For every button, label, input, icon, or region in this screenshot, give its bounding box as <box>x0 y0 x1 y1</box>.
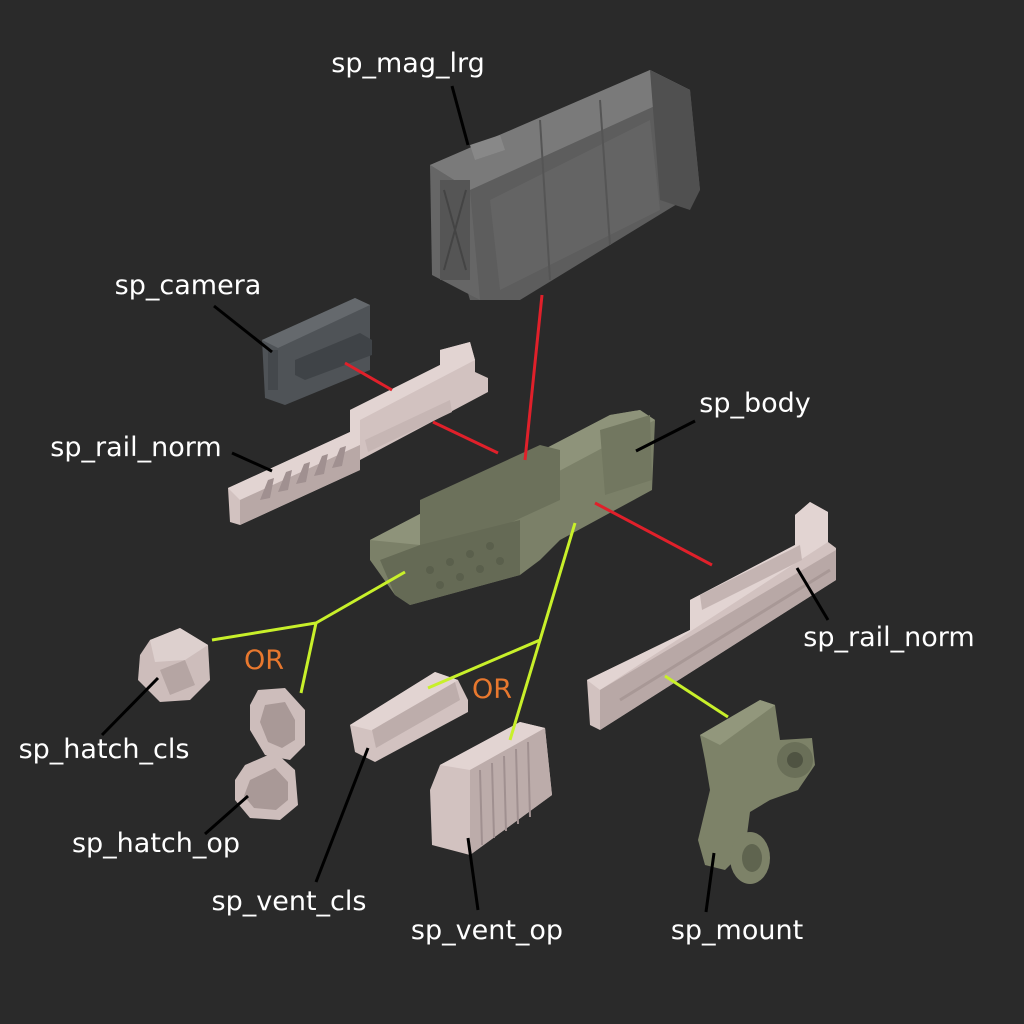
link-hatch-branch-op <box>299 622 318 694</box>
part-mount <box>698 700 815 884</box>
label-hatch-op: sp_hatch_op <box>72 828 240 859</box>
leader-mag-lrg <box>450 85 470 146</box>
part-hatch-cls <box>138 628 210 702</box>
part-camera <box>262 298 372 405</box>
label-mag-lrg: sp_mag_lrg <box>331 48 484 79</box>
link-rail-to-mount <box>664 674 729 719</box>
link-camera-to-rail <box>344 361 393 392</box>
label-body: sp_body <box>699 388 811 419</box>
part-rail-norm-right <box>587 502 836 730</box>
leader-lines <box>100 85 830 913</box>
link-body-to-hatch-options <box>211 570 406 642</box>
or-hatch-option: OR <box>244 645 284 676</box>
leader-vent-op <box>466 837 480 911</box>
label-mount: sp_mount <box>671 915 803 946</box>
label-vent-cls: sp_vent_cls <box>212 886 367 917</box>
leader-mount <box>704 852 716 913</box>
link-body-to-right-rail <box>594 501 713 567</box>
label-hatch-cls: sp_hatch_cls <box>19 734 190 765</box>
leader-hatch-cls <box>100 676 160 737</box>
part-body <box>370 410 655 605</box>
link-rail-to-body <box>432 420 499 455</box>
leader-vent-cls <box>314 747 370 883</box>
leader-body <box>635 419 696 453</box>
leader-hatch-op <box>204 794 249 836</box>
label-camera: sp_camera <box>115 270 262 301</box>
part-mag-lrg <box>430 70 700 300</box>
link-mag-to-body <box>523 294 544 461</box>
part-vent-op <box>430 722 552 855</box>
labels: sp_mag_lrg sp_camera sp_rail_norm sp_bod… <box>19 48 975 946</box>
leader-rail-norm-left <box>231 451 273 473</box>
connector-lines <box>211 294 729 741</box>
label-rail-norm-left: sp_rail_norm <box>50 432 221 463</box>
link-vent-branch-op <box>508 639 542 741</box>
part-rail-norm-left <box>228 342 488 525</box>
label-vent-op: sp_vent_op <box>411 915 563 946</box>
leader-camera <box>213 304 273 354</box>
leader-rail-norm-right <box>795 567 830 621</box>
label-rail-norm-right: sp_rail_norm <box>803 622 974 653</box>
or-vent-option: OR <box>472 674 512 705</box>
part-hatch-op <box>235 688 305 820</box>
